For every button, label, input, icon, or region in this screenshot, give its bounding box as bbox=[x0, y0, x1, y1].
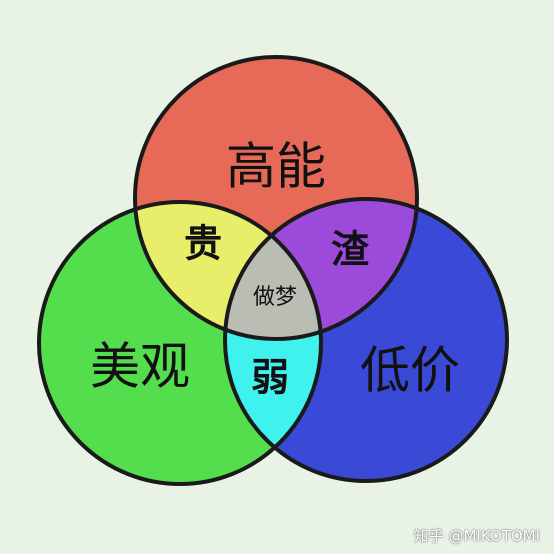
overlap-label-top-right: 渣 bbox=[331, 228, 370, 272]
overlap-label-top-left: 贵 bbox=[184, 222, 222, 266]
set-label-top: 高能 bbox=[226, 138, 326, 196]
circle-outlines bbox=[37, 55, 509, 486]
set-label-right: 低价 bbox=[360, 342, 460, 400]
overlap-label-left-right: 弱 bbox=[251, 356, 289, 400]
watermark: 知乎 @MIKOTOMI bbox=[413, 527, 540, 545]
set-label-left: 美观 bbox=[90, 338, 190, 396]
overlap-label-all: 做梦 bbox=[253, 285, 297, 310]
overlap-all bbox=[225, 202, 321, 339]
